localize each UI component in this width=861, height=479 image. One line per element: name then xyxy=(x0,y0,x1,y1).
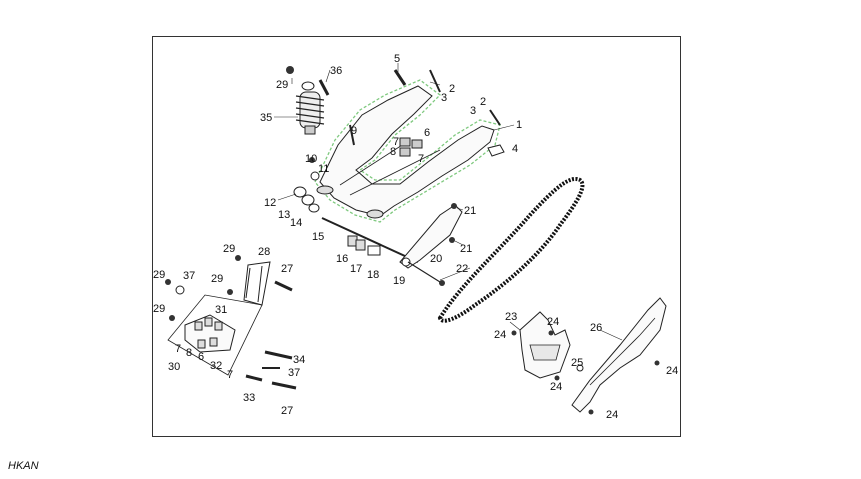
label-28: 28 xyxy=(258,246,270,258)
label-2: 2 xyxy=(480,96,486,108)
label-7: 7 xyxy=(418,153,424,165)
label-36: 36 xyxy=(330,65,342,77)
pivot-parts xyxy=(293,157,419,263)
label-6: 6 xyxy=(198,351,204,363)
label-7: 7 xyxy=(393,136,399,148)
label-21: 21 xyxy=(464,205,476,217)
label-16: 16 xyxy=(336,253,348,265)
label-14: 14 xyxy=(290,217,302,229)
label-8: 8 xyxy=(390,146,396,158)
label-30: 30 xyxy=(168,361,180,373)
bolts-top xyxy=(286,66,505,157)
footer-code: HKAN xyxy=(8,460,39,472)
label-22: 22 xyxy=(456,263,468,275)
label-18: 18 xyxy=(367,269,379,281)
diagram-frame xyxy=(152,36,681,437)
label-11: 11 xyxy=(318,163,329,175)
label-5: 5 xyxy=(394,53,400,65)
label-7: 7 xyxy=(175,343,181,355)
label-23: 23 xyxy=(505,311,517,323)
swing-arm-highlight xyxy=(314,79,501,223)
chain-guide xyxy=(399,203,463,286)
linkage-assembly xyxy=(165,255,297,390)
label-21: 21 xyxy=(460,243,472,255)
label-29: 29 xyxy=(153,303,165,315)
label-35: 35 xyxy=(260,112,272,124)
label-6: 6 xyxy=(424,127,430,139)
leader-lines xyxy=(274,63,623,341)
label-10: 10 xyxy=(305,153,317,165)
label-37: 37 xyxy=(288,367,300,379)
label-17: 17 xyxy=(350,263,362,275)
label-34: 34 xyxy=(293,354,305,366)
swing-arm xyxy=(314,79,501,223)
label-26: 26 xyxy=(590,322,602,334)
label-33: 33 xyxy=(243,392,255,404)
label-8: 8 xyxy=(186,347,192,359)
label-29: 29 xyxy=(276,79,288,91)
label-25: 25 xyxy=(571,357,583,369)
label-3: 3 xyxy=(441,92,447,104)
label-24: 24 xyxy=(494,329,506,341)
label-13: 13 xyxy=(278,209,290,221)
label-24: 24 xyxy=(606,409,618,421)
label-32: 32 xyxy=(210,360,222,372)
label-3: 3 xyxy=(470,105,476,117)
label-27: 27 xyxy=(281,263,293,275)
label-4: 4 xyxy=(512,143,518,155)
label-19: 19 xyxy=(393,275,405,287)
swing-arm-body xyxy=(319,85,495,217)
label-9: 9 xyxy=(351,125,357,137)
shock-absorber xyxy=(295,81,325,135)
label-29: 29 xyxy=(153,269,165,281)
screws-24 xyxy=(511,330,660,415)
label-24: 24 xyxy=(547,316,559,328)
label-20: 20 xyxy=(430,253,442,265)
label-24: 24 xyxy=(550,381,562,393)
part-labels: 1 2 2 3 3 4 5 6 7 7 8 9 10 11 12 13 14 1… xyxy=(153,53,678,421)
label-7: 7 xyxy=(227,369,233,381)
label-27: 27 xyxy=(281,405,293,417)
chain-cover xyxy=(571,297,667,413)
chain-case-front xyxy=(519,311,571,379)
label-29: 29 xyxy=(223,243,235,255)
label-31: 31 xyxy=(215,304,227,316)
label-29: 29 xyxy=(211,273,223,285)
label-37: 37 xyxy=(183,270,195,282)
label-2: 2 xyxy=(449,83,455,95)
label-1: 1 xyxy=(516,119,522,131)
label-24: 24 xyxy=(666,365,678,377)
label-12: 12 xyxy=(264,197,276,209)
label-15: 15 xyxy=(312,231,324,243)
